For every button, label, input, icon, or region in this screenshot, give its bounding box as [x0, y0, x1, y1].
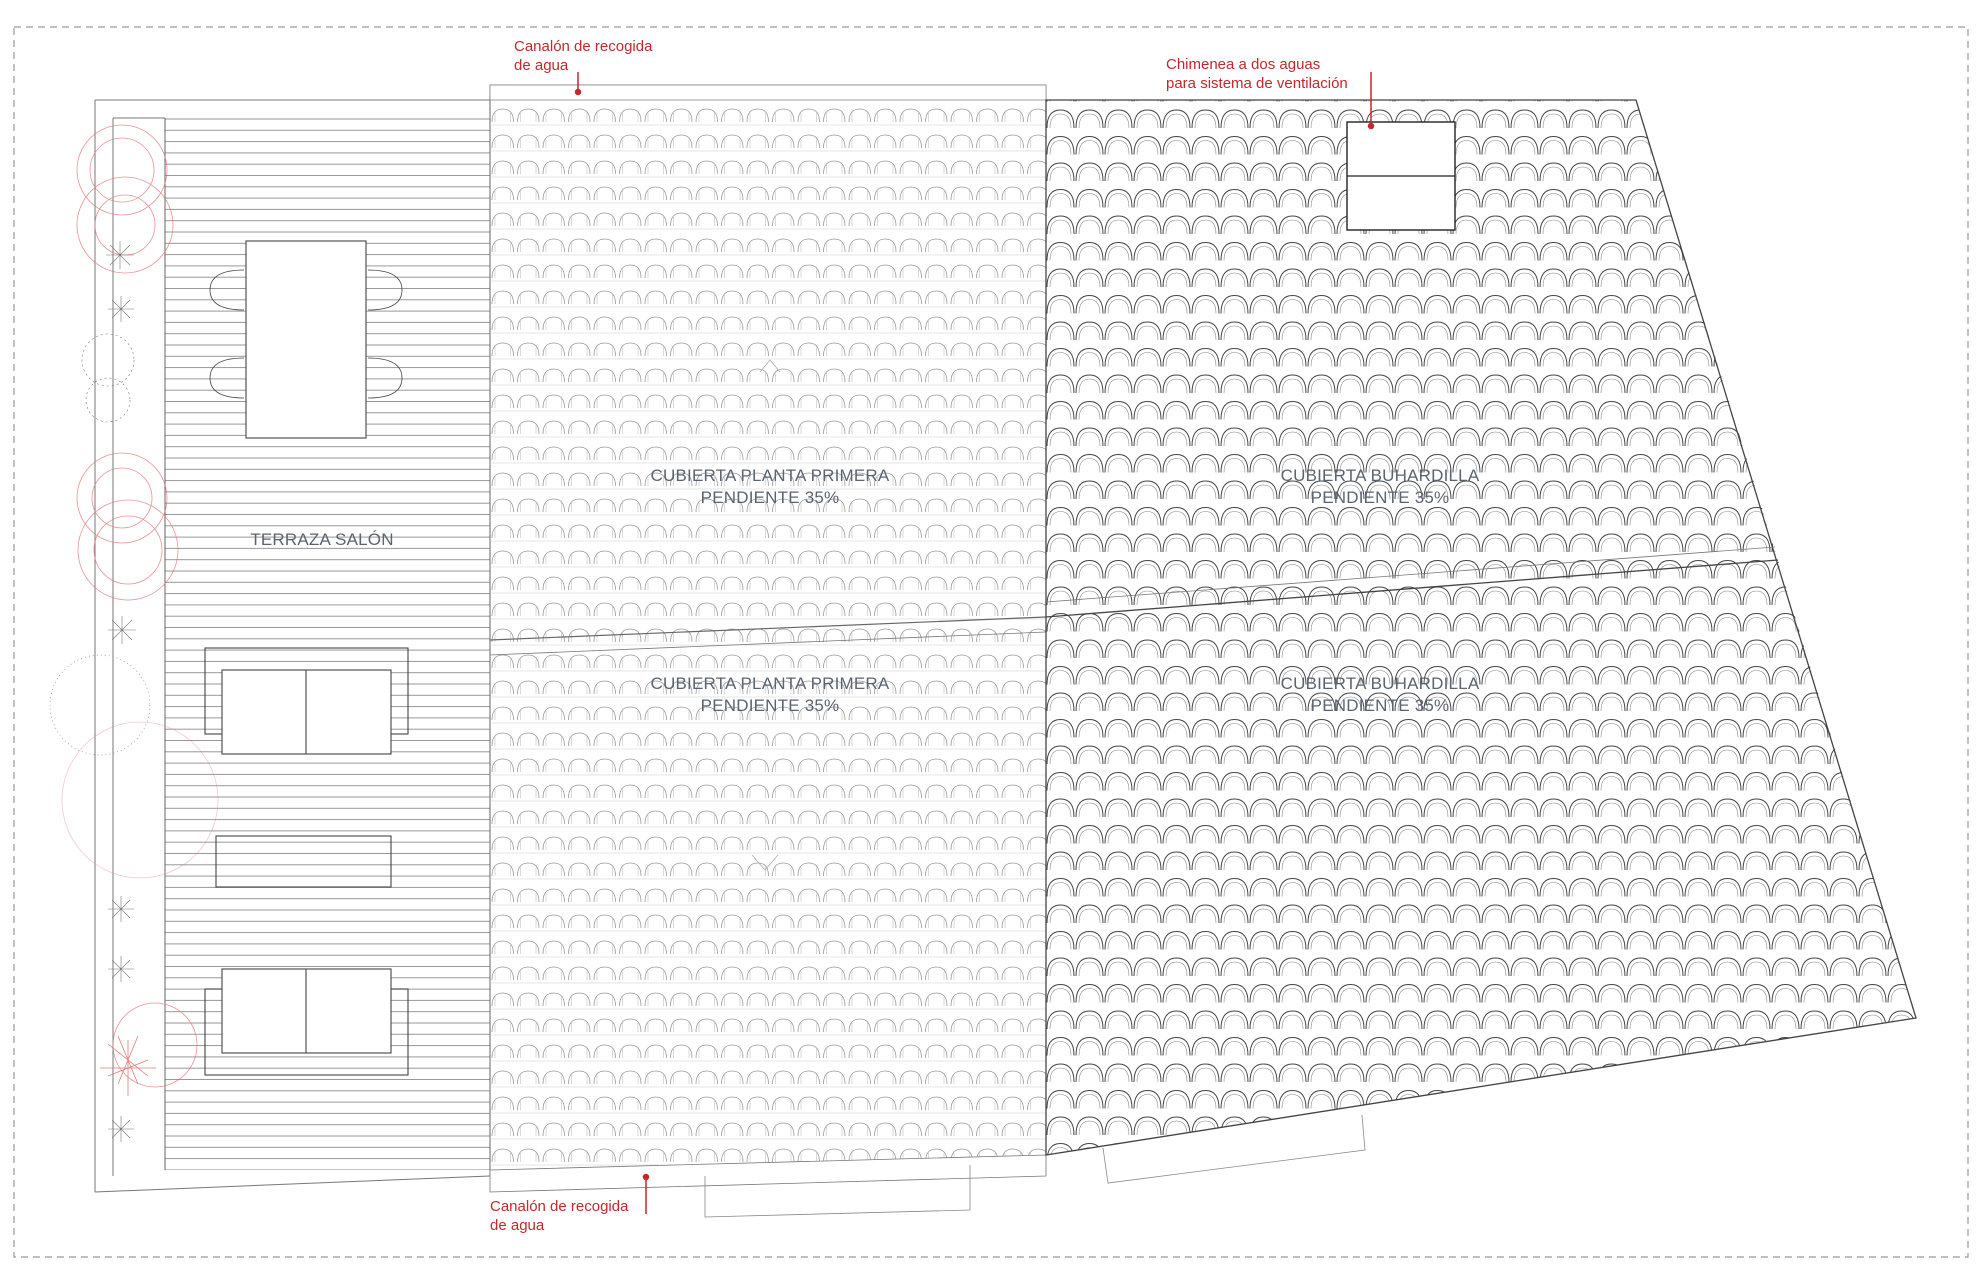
planter-vegetation [49, 124, 219, 1142]
roof-first-upper-line2: PENDIENTE 35% [700, 488, 840, 507]
shrub-plan-icon [49, 241, 151, 1142]
roof-attic-lower-line1: CUBIERTA BUHARDILLA [1280, 674, 1480, 693]
roof-first-upper-label: CUBIERTA PLANTA PRIMERA PENDIENTE 35% [615, 465, 925, 509]
roof-attic-lower-line2: PENDIENTE 35% [1310, 696, 1450, 715]
terrace-furniture [204, 240, 409, 1076]
chimney-plan-icon [1346, 121, 1456, 231]
sofa-plan-icon [204, 647, 409, 755]
gutter-top-annotation: Canalón de recogida de agua [514, 37, 652, 75]
table-plan-icon [245, 240, 367, 439]
roof-first-lower-label: CUBIERTA PLANTA PRIMERA PENDIENTE 35% [615, 673, 925, 717]
roof-first-upper-line1: CUBIERTA PLANTA PRIMERA [650, 466, 890, 485]
roof-attic-upper-line2: PENDIENTE 35% [1310, 488, 1450, 507]
tree-plan-icon [61, 124, 219, 1088]
roof-attic-upper-label: CUBIERTA BUHARDILLA PENDIENTE 35% [1240, 465, 1520, 509]
sofa-plan-icon [204, 968, 409, 1076]
roof-attic-upper-line1: CUBIERTA BUHARDILLA [1280, 466, 1480, 485]
annotation-leaders [574, 72, 1375, 1214]
terrace-label: TERRAZA SALÓN [250, 530, 394, 549]
roof-first-lower-line1: CUBIERTA PLANTA PRIMERA [650, 674, 890, 693]
chair-plan-icon [209, 269, 403, 399]
chimney-annotation: Chimenea a dos aguas para sistema de ven… [1166, 55, 1348, 93]
sheet-border [13, 26, 1969, 1258]
roof-first-lower-line2: PENDIENTE 35% [700, 696, 840, 715]
roof-attic-lower-label: CUBIERTA BUHARDILLA PENDIENTE 35% [1240, 673, 1520, 717]
gutter-bottom-line2: de agua [490, 1217, 545, 1234]
roof-first-floor [489, 84, 1047, 1218]
roof-attic [1045, 99, 1917, 1184]
gutter-top-line2: de agua [514, 57, 569, 74]
chimney-line1: Chimenea a dos aguas [1166, 56, 1321, 73]
table-plan-icon [215, 835, 392, 888]
chimney-line2: para sistema de ventilación [1166, 75, 1348, 92]
gutter-bottom-annotation: Canalón de recogida de agua [490, 1197, 628, 1235]
gutter-top-line1: Canalón de recogida [514, 38, 653, 55]
gutter-bottom-line1: Canalón de recogida [490, 1198, 629, 1215]
shrub-plan-icon [100, 1035, 156, 1096]
